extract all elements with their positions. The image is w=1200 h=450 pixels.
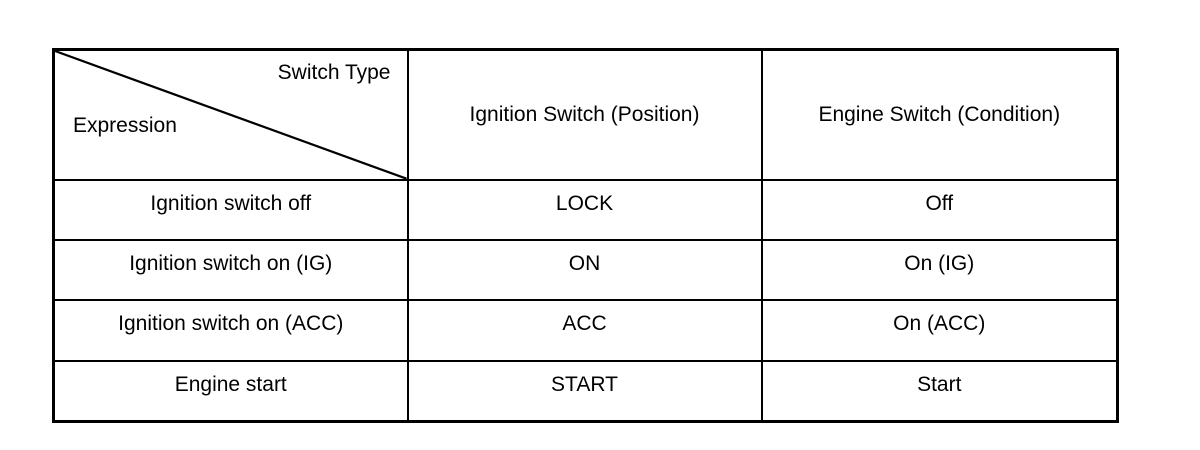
- cell-value: On (IG): [904, 252, 975, 276]
- cell-value: ACC: [562, 312, 607, 336]
- column-header-engine-switch-label: Engine Switch (Condition): [818, 102, 1061, 126]
- row-header-label: Ignition switch off: [150, 191, 312, 215]
- cell-ignition-position: ON: [406, 238, 763, 302]
- cell-value: ON: [568, 252, 601, 276]
- corner-label-expression: Expression: [73, 114, 177, 137]
- row-header-ignition-switch-off: Ignition switch off: [52, 178, 409, 242]
- cell-value: On (ACC): [893, 312, 986, 336]
- row-header-ignition-switch-on-ig: Ignition switch on (IG): [52, 238, 409, 302]
- cell-ignition-position: ACC: [406, 299, 763, 362]
- cell-value: LOCK: [555, 191, 614, 215]
- cell-engine-condition: On (ACC): [760, 299, 1119, 362]
- row-header-label: Ignition switch on (ACC): [118, 312, 344, 336]
- cell-value: Start: [917, 372, 962, 396]
- cell-engine-condition: Off: [760, 178, 1119, 242]
- table-row: Engine start START Start: [52, 359, 1119, 423]
- column-header-ignition-switch: Ignition Switch (Position): [406, 48, 763, 181]
- table-row: Ignition switch on (ACC) ACC On (ACC): [52, 299, 1119, 362]
- cell-engine-condition: Start: [760, 359, 1119, 423]
- table-row: Ignition switch on (IG) ON On (IG): [52, 238, 1119, 302]
- corner-label-switch-type: Switch Type: [277, 61, 391, 84]
- cell-ignition-position: LOCK: [406, 178, 763, 242]
- switch-type-table-container: Switch Type Expression Ignition Switch (…: [52, 48, 1119, 423]
- cell-ignition-position: START: [406, 359, 763, 423]
- cell-value: Off: [925, 191, 954, 215]
- row-header-label: Ignition switch on (IG): [129, 252, 333, 276]
- table-header-row: Switch Type Expression Ignition Switch (…: [52, 48, 1119, 181]
- corner-header-inner: Switch Type Expression: [55, 51, 407, 179]
- corner-header-cell: Switch Type Expression: [52, 48, 409, 181]
- table-row: Ignition switch off LOCK Off: [52, 178, 1119, 242]
- cell-engine-condition: On (IG): [760, 238, 1119, 302]
- cell-value: START: [551, 372, 618, 396]
- row-header-engine-start: Engine start: [52, 359, 409, 423]
- switch-type-expression-table: Switch Type Expression Ignition Switch (…: [52, 48, 1119, 423]
- column-header-engine-switch: Engine Switch (Condition): [760, 48, 1119, 181]
- row-header-label: Engine start: [174, 372, 287, 396]
- column-header-ignition-switch-label: Ignition Switch (Position): [469, 102, 700, 126]
- row-header-ignition-switch-on-acc: Ignition switch on (ACC): [52, 299, 409, 362]
